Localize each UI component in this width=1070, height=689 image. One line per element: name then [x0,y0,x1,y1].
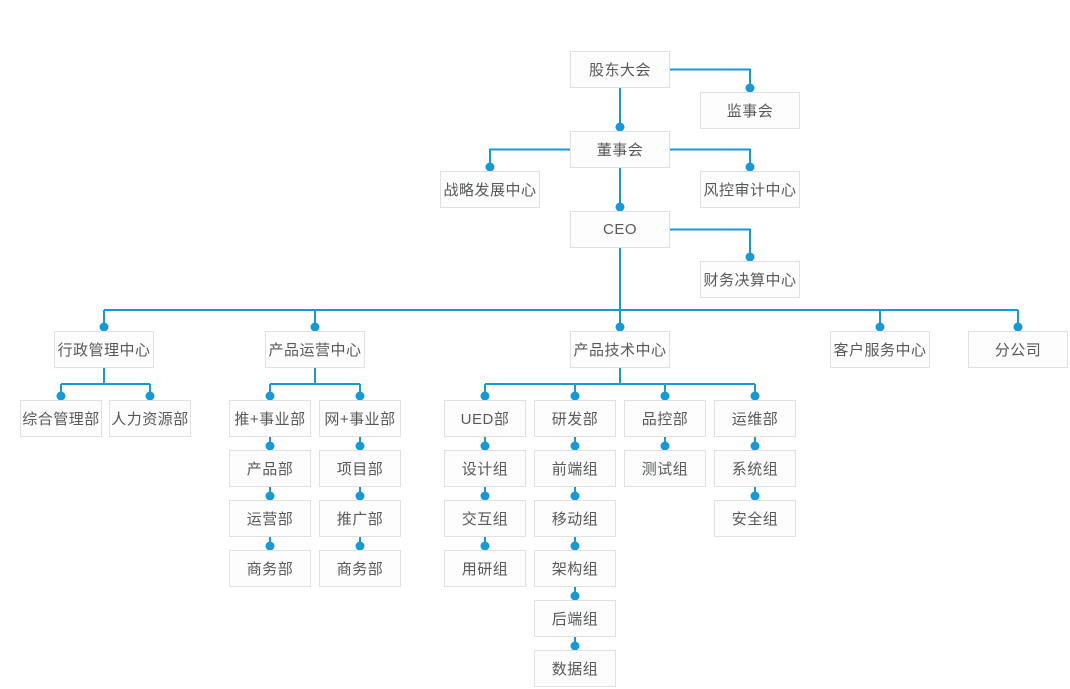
org-node-design-team[interactable]: 设计组 [444,450,526,487]
org-node-architecture-team[interactable]: 架构组 [534,550,616,587]
org-node-board-of-directors[interactable]: 董事会 [570,131,670,168]
org-node-rd-dept[interactable]: 研发部 [534,400,616,437]
org-node-security-team[interactable]: 安全组 [714,500,796,537]
org-node-business-dept-1[interactable]: 商务部 [229,550,311,587]
org-node-ued-dept[interactable]: UED部 [444,400,526,437]
org-node-business-dept-2[interactable]: 商务部 [319,550,401,587]
org-node-supervisory-board[interactable]: 监事会 [700,92,800,129]
org-node-risk-audit-center[interactable]: 风控审计中心 [700,171,800,208]
org-node-product-operation-center[interactable]: 产品运营中心 [265,331,365,368]
org-node-qc-dept[interactable]: 品控部 [624,400,706,437]
org-node-wang-business-dept[interactable]: 网+事业部 [319,400,401,437]
org-node-finance-settlement-center[interactable]: 财务决算中心 [700,261,800,298]
org-node-operation-dept[interactable]: 运营部 [229,500,311,537]
org-node-ops-dept[interactable]: 运维部 [714,400,796,437]
org-node-branch-company[interactable]: 分公司 [968,331,1068,368]
org-node-data-team[interactable]: 数据组 [534,650,616,687]
org-node-product-technology-center[interactable]: 产品技术中心 [570,331,670,368]
org-node-customer-service-center[interactable]: 客户服务中心 [830,331,930,368]
org-node-general-management-dept[interactable]: 综合管理部 [20,400,102,437]
org-node-human-resources-dept[interactable]: 人力资源部 [109,400,191,437]
org-node-shareholders-meeting[interactable]: 股东大会 [570,51,670,88]
org-node-promotion-dept[interactable]: 推广部 [319,500,401,537]
org-node-mobile-team[interactable]: 移动组 [534,500,616,537]
org-node-testing-team[interactable]: 测试组 [624,450,706,487]
org-node-project-dept[interactable]: 项目部 [319,450,401,487]
org-node-strategy-development-center[interactable]: 战略发展中心 [440,171,540,208]
org-node-product-dept[interactable]: 产品部 [229,450,311,487]
org-node-backend-team[interactable]: 后端组 [534,600,616,637]
org-node-tui-business-dept[interactable]: 推+事业部 [229,400,311,437]
org-node-user-research-team[interactable]: 用研组 [444,550,526,587]
org-node-system-team[interactable]: 系统组 [714,450,796,487]
org-node-ceo[interactable]: CEO [570,211,670,248]
org-node-frontend-team[interactable]: 前端组 [534,450,616,487]
org-node-admin-management-center[interactable]: 行政管理中心 [54,331,154,368]
org-node-interaction-team[interactable]: 交互组 [444,500,526,537]
